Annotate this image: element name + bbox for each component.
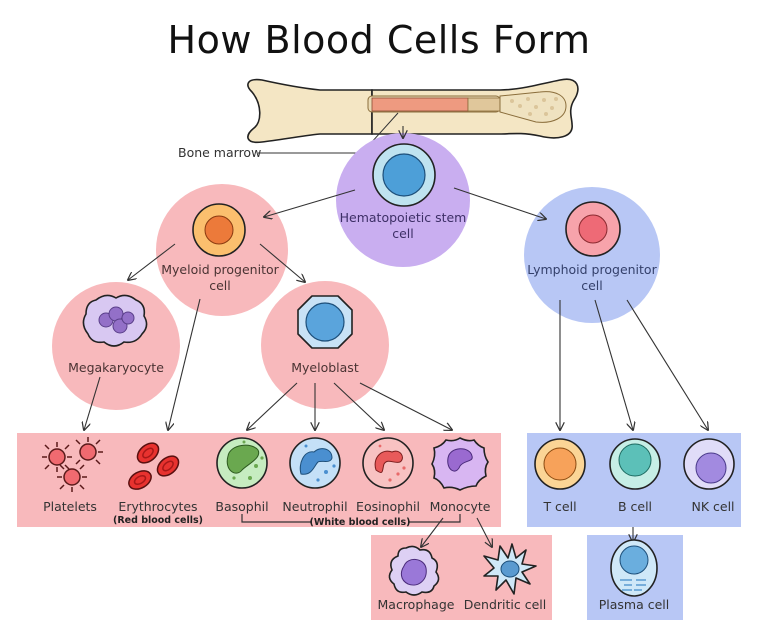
arrow-megakaryocyte-to-platelets [84, 376, 101, 430]
bone-illustration [247, 78, 579, 144]
erythrocytes-label: Erythrocytes [118, 499, 197, 514]
arrow-lymphoid-to-bcell [594, 299, 633, 430]
neutrophil-icon [289, 437, 341, 489]
myeloblast-icon [297, 295, 353, 349]
arrow-myeloid-to-myeloblast [259, 243, 305, 282]
arrow-hsc-to-lymphoid [453, 187, 546, 219]
monocyte-label: Monocyte [430, 499, 491, 514]
hsc-label-line2: cell [392, 226, 414, 241]
arrow-myeloblast-to-monocyte [359, 382, 452, 430]
arrow-hsc-to-myeloid [264, 189, 356, 217]
megakaryocyte-label: Megakaryocyte [68, 360, 164, 375]
plasma-cell-label: Plasma cell [599, 597, 670, 612]
erythrocytes-icon [128, 442, 180, 490]
dendritic-cell-label: Dendritic cell [464, 597, 547, 612]
hsc-cell-icon [372, 143, 436, 207]
myeloid-label-line2: cell [209, 278, 231, 293]
macrophage-icon [388, 545, 440, 596]
basophil-icon [216, 437, 268, 489]
myeloblast-label: Myeloblast [291, 360, 359, 375]
white-blood-cells-label: (White blood cells) [310, 517, 411, 528]
erythrocytes-sublabel: (Red blood cells) [113, 515, 203, 526]
bone-marrow-label: Bone marrow [178, 145, 261, 160]
eosinophil-label: Eosinophil [356, 499, 420, 514]
platelets-label: Platelets [43, 499, 97, 514]
plasma-cell-icon [610, 539, 658, 597]
arrow-lymphoid-to-nkcell [626, 299, 708, 430]
arrow-myeloblast-to-eosinophil [333, 382, 384, 430]
arrow-myeloid-to-megakaryocyte [128, 243, 176, 280]
wbc-bracket-right [408, 514, 461, 523]
monocyte-icon [431, 437, 489, 491]
neutrophil-label: Neutrophil [282, 499, 347, 514]
myeloid-progenitor-cell-icon [192, 203, 246, 257]
arrow-myeloid-to-erythrocytes [168, 298, 201, 430]
lymphoid-progenitor-cell-icon [565, 201, 621, 257]
lymphoid-label-line2: cell [581, 278, 603, 293]
basophil-label: Basophil [215, 499, 268, 514]
hsc-label-line1: Hematopoietic stem [340, 210, 467, 225]
t-cell-label: T cell [542, 499, 576, 514]
spongy-bone-pattern [510, 97, 558, 116]
t-cell-icon [534, 438, 586, 490]
megakaryocyte-icon [82, 294, 148, 347]
eosinophil-icon [362, 437, 414, 489]
arrow-myeloblast-to-basophil [247, 382, 298, 430]
wbc-bracket-left [241, 514, 312, 523]
platelets-icon [42, 437, 103, 492]
lymphoid-label-line1: Lymphoid progenitor [527, 262, 657, 277]
arrow-monocyte-to-dendritic [476, 517, 492, 547]
dendritic-cell-icon [483, 543, 537, 595]
arrow-monocyte-to-macrophage [421, 517, 444, 547]
nk-cell-label: NK cell [691, 499, 734, 514]
arrows [84, 126, 708, 547]
b-cell-icon [609, 438, 661, 490]
macrophage-label: Macrophage [378, 597, 455, 612]
page-title: How Blood Cells Form [167, 18, 591, 62]
b-cell-label: B cell [618, 499, 652, 514]
nk-cell-icon [683, 438, 735, 490]
myeloid-label-line1: Myeloid progenitor [161, 262, 279, 277]
